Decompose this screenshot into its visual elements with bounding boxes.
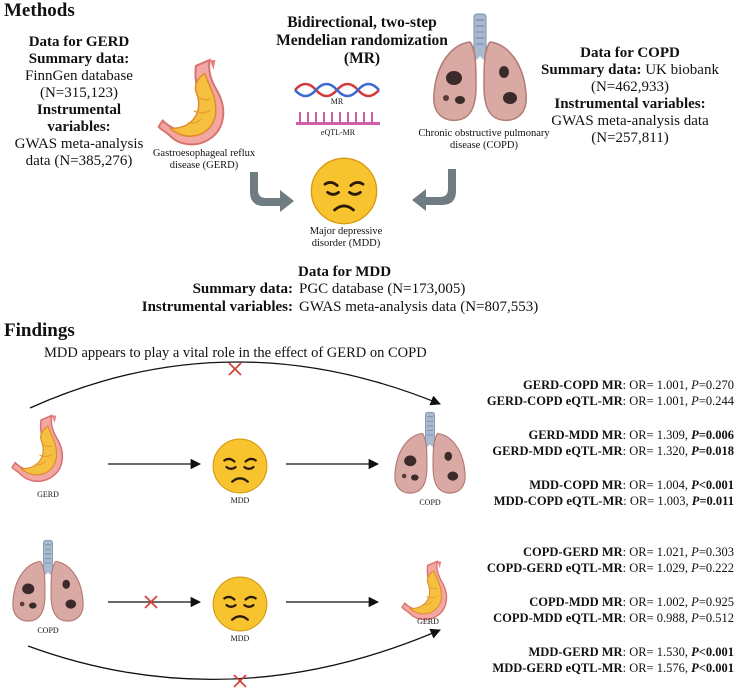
result-or: 1.002 [656,595,685,609]
gerd-iv-value: GWAS meta-analysis data (N=385,276) [14,136,144,169]
dna-icon [294,82,380,98]
result-line: GERD-COPD eQTL-MR: OR= 1.001, P=0.244 [486,394,734,408]
result-or: 1.021 [656,545,685,559]
result-label: GERD-COPD eQTL-MR [486,394,623,408]
result-p: =0.011 [699,494,734,508]
result-line: MDD-COPD MR: OR= 1.004, P<0.001 [529,478,734,492]
row1-curved-arrow [29,361,441,409]
result-line: COPD-GERD eQTL-MR: OR= 1.029, P=0.222 [486,561,734,575]
findings-title: Findings [4,320,75,341]
result-p: =0.222 [698,561,734,575]
result-label: COPD-MDD eQTL-MR [493,611,623,625]
row2-right-label: GERD [417,617,439,626]
row2-mid-label: MDD [230,634,250,643]
copd-to-mdd-arrow-icon [412,169,456,211]
result-label: MDD-GERD MR [528,645,623,659]
mdd-iv-label: Instrumental variables: [141,299,293,315]
result-label: MDD-COPD eQTL-MR [493,494,624,508]
result-or: 1.003 [657,494,686,508]
result-line: MDD-GERD eQTL-MR: OR= 1.576, P<0.001 [492,661,734,675]
result-label: COPD-GERD eQTL-MR [486,561,623,575]
copd-iv-label: Instrumental variables: [554,96,706,112]
row1-mid-label: MDD [230,496,250,505]
result-or: 0.988 [656,611,685,625]
result-p: <0.001 [698,645,734,659]
gerd-data-block: Data for GERD Summary data: FinnGen data… [4,34,154,170]
result-label: MDD-COPD MR [529,478,623,492]
eqtl-mr-label: eQTL-MR [320,128,356,137]
row1-cross-icon [228,362,242,376]
mdd-iv-value: GWAS meta-analysis data (N=807,553) [299,299,539,315]
result-label: GERD-MDD eQTL-MR [492,444,623,458]
mdd-summary-label: Summary data: [192,281,293,297]
result-or: 1.320 [656,444,685,458]
result-line: COPD-GERD MR: OR= 1.021, P=0.303 [523,545,734,559]
mr-label: MR [330,97,344,106]
gerd-summary-label: Summary data: [28,51,130,67]
row2-cross-icon [144,595,158,609]
copd-caption: Chronic obstructive pulmonary disease (C… [418,128,550,151]
result-p: =0.303 [698,545,734,559]
result-label: GERD-MDD MR [528,428,623,442]
gerd-caption: Gastroesophageal reflux disease (GERD) [152,148,256,171]
result-or: 1.530 [656,645,685,659]
result-p: <0.001 [698,661,734,675]
findings-subtitle: MDD appears to play a vital role in the … [44,345,427,361]
result-line: COPD-MDD MR: OR= 1.002, P=0.925 [529,595,734,609]
copd-iv-value: GWAS meta-analysis data (N=257,811) [551,113,709,146]
copd-summary-value: UK biobank (N=462,933) [590,62,719,95]
result-or: 1.001 [656,394,685,408]
result-p: =0.244 [698,394,734,408]
result-or: 1.029 [656,561,685,575]
row1-right-label: COPD [419,498,441,507]
copd-summary-label: Summary data: [541,62,642,78]
row1-sad-face-icon [211,437,269,495]
row2-left-label: COPD [37,626,59,635]
result-p: =0.925 [698,595,734,609]
result-line: COPD-MDD eQTL-MR: OR= 0.988, P=0.512 [493,611,734,625]
result-label: MDD-GERD eQTL-MR [492,661,623,675]
result-or: 1.576 [656,661,685,675]
result-p: =0.018 [698,444,734,458]
result-label: COPD-GERD MR [523,545,623,559]
row2-curved-arrow [27,628,441,680]
mdd-heading: Data for MDD [298,264,392,280]
gerd-to-mdd-arrow-icon [250,172,294,212]
methods-title: Methods [4,0,75,21]
result-label: GERD-COPD MR [523,378,623,392]
result-label: COPD-MDD MR [529,595,623,609]
result-or: 1.001 [656,378,685,392]
eqtl-icon [296,112,380,125]
gerd-iv-label: Instrumental variables: [36,102,122,135]
result-p: =0.270 [698,378,734,392]
mr-title: Bidirectional, two-step Mendelian random… [276,14,448,67]
result-p: =0.512 [698,611,734,625]
row2-lungs-icon [10,540,86,624]
result-line: MDD-COPD eQTL-MR: OR= 1.003, P=0.011 [493,494,734,508]
row1-stomach-icon [11,414,64,482]
result-line: GERD-MDD MR: OR= 1.309, P=0.006 [528,428,735,442]
row2-cross-bottom-icon [233,674,247,688]
copd-heading: Data for COPD [580,45,680,61]
result-line: GERD-MDD eQTL-MR: OR= 1.320, P=0.018 [492,444,734,458]
result-p: =0.006 [698,428,734,442]
copd-data-block: Data for COPD Summary data: UK biobank (… [540,45,720,147]
gerd-heading: Data for GERD [28,34,130,50]
result-or: 1.004 [656,478,685,492]
row2-sad-face-icon [211,575,269,633]
result-line: GERD-COPD MR: OR= 1.001, P=0.270 [523,378,734,392]
gerd-summary-value: FinnGen database (N=315,123) [25,68,133,101]
result-or: 1.309 [656,428,685,442]
mdd-summary-value: PGC database (N=173,005) [299,281,466,297]
result-line: MDD-GERD MR: OR= 1.530, P<0.001 [528,645,735,659]
result-p: <0.001 [698,478,734,492]
row1-left-label: GERD [37,490,59,499]
mdd-caption: Major depressive disorder (MDD) [309,226,383,249]
